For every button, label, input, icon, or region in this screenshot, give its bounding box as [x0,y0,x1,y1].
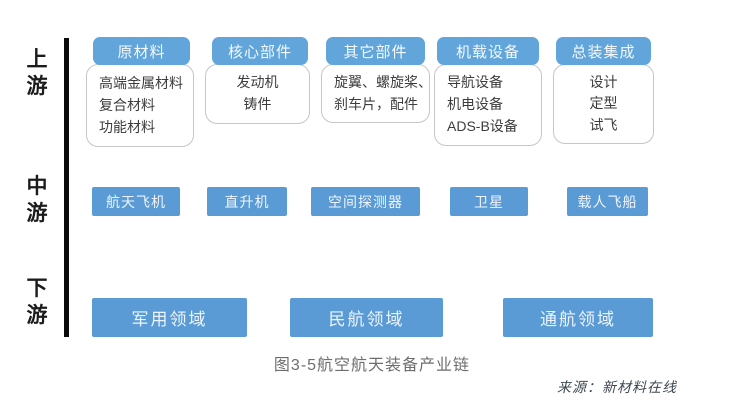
column-body-2: 旋翼、螺旋桨、刹车片，配件 [321,64,432,123]
midstream-box-0: 航天飞机 [92,187,180,216]
stage-rail-line [64,38,69,337]
downstream-box-0: 军用领域 [92,298,247,337]
column-item: 设计 [589,73,618,90]
column-item: 导航设备 [447,74,503,91]
column-item: 旋翼、螺旋桨、 [334,74,432,91]
column-item: 铸件 [243,96,272,113]
midstream-box-1: 直升机 [207,187,287,216]
stage-label-midstream: 中游 [26,175,48,225]
downstream-box-1: 民航领域 [290,298,443,337]
column-body-1: 发动机铸件 [205,64,310,124]
stage-label-downstream: 下游 [26,277,48,327]
column-item: 功能材料 [99,118,155,135]
column-item: 刹车片，配件 [334,95,418,112]
column-item: 试飞 [589,116,618,133]
column-header-2: 其它部件 [326,37,425,65]
column-header-3: 机载设备 [437,37,539,65]
source-note: 来源：新材料在线 [557,381,677,396]
column-item: 发动机 [236,74,279,91]
column-item: 机电设备 [447,96,503,113]
downstream-box-2: 通航领域 [503,298,653,337]
column-header-4: 总装集成 [556,37,651,65]
column-item: 高端金属材料 [99,74,183,91]
midstream-box-3: 卫星 [450,187,528,216]
column-item: ADS-B设备 [447,118,518,135]
column-body-0: 高端金属材料复合材料功能材料 [86,64,194,147]
midstream-box-4: 载人飞船 [567,187,648,216]
stage-label-upstream: 上游 [26,48,48,98]
column-body-3: 导航设备机电设备 ADS-B设备 [434,64,542,146]
column-header-0: 原材料 [93,37,190,65]
column-item: 复合材料 [99,96,155,113]
column-header-1: 核心部件 [212,37,308,65]
column-item: 定型 [589,95,618,112]
column-body-4: 设计定型试飞 [553,64,654,144]
midstream-box-2: 空间探测器 [311,187,420,216]
figure-caption: 图3-5航空航天装备产业链 [273,357,471,374]
